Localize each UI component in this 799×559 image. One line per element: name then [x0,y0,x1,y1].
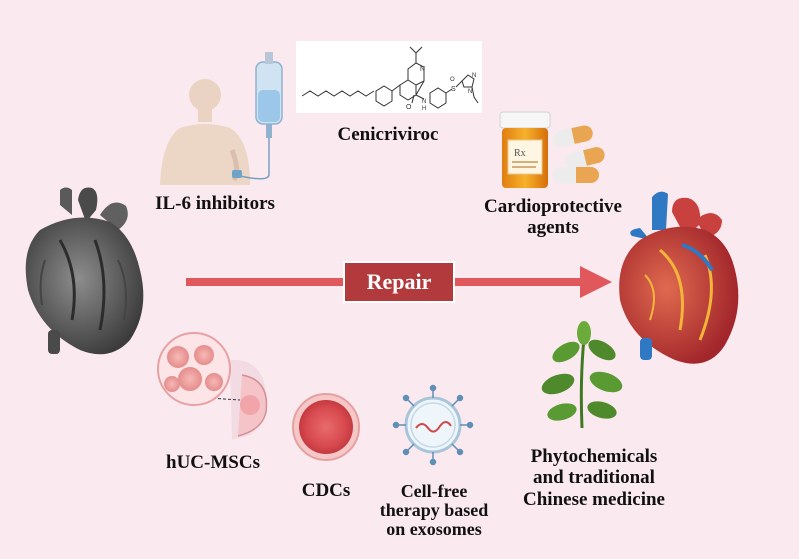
molecule-atom-h-amide: H [422,106,426,112]
patient-iv-icon [160,52,283,185]
molecule-atom-n-ring1: N [472,73,476,79]
stem-cells-icon [157,332,268,440]
healthy-heart-icon [619,191,739,364]
plant-icon [541,321,623,429]
capsules-icon [553,125,605,183]
label-cell-free-therapy: Cell-free therapy based on exosomes [379,481,489,539]
molecule-atom-o-sulfinyl: O [450,77,455,83]
label-cdcs: CDCs [301,480,351,501]
diseased-heart-icon [25,187,144,355]
label-huc-mscs: hUC-MSCs [166,452,260,473]
molecule-atom-n-amide: N [422,99,426,105]
bottle-rx-label: Rx [514,148,526,159]
exosome-icon [392,384,474,466]
label-phytochemicals: Phytochemicals and traditional Chinese m… [523,446,665,510]
cdc-cell-icon [292,393,360,461]
label-cenicriviroc: Cenicriviroc [337,124,439,145]
molecule-structure-box: N O N H S O N N [296,41,482,113]
label-cardioprotective-agents: Cardioprotective agents [484,196,622,239]
pill-bottle-icon: Rx [499,111,551,188]
molecule-atom-n-top: N [420,66,425,73]
molecule-structure-icon: N O N H S O N N [301,46,479,112]
label-il6-inhibitors: IL-6 inhibitors [155,193,275,214]
molecule-atom-o-carbonyl: O [406,104,412,111]
repair-label-box: Repair [343,261,455,303]
molecule-atom-s: S [451,86,456,93]
molecule-atom-n-ring2: N [468,89,472,95]
